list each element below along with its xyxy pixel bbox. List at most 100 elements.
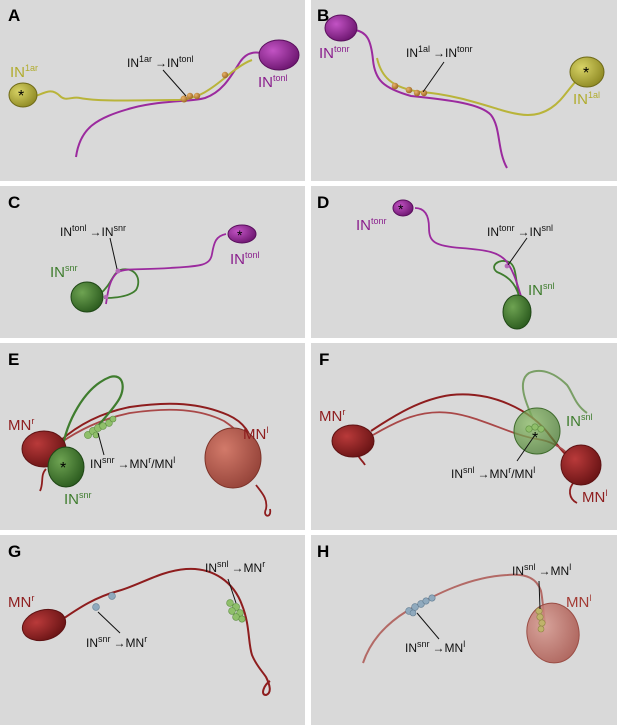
green-neurite xyxy=(99,268,140,299)
yellow-soma xyxy=(8,82,38,108)
soma-marker: * xyxy=(237,227,243,243)
soma-marker: * xyxy=(532,430,538,447)
red-axon-top xyxy=(59,402,253,444)
panel-h-diagram: H INsnl→MNl INsnr→MNl MNl xyxy=(317,542,591,664)
synapse-cluster-green xyxy=(535,607,546,633)
purple-neurite xyxy=(414,207,522,297)
cell-label-mn-right: MNl xyxy=(243,425,268,443)
red-soma-left xyxy=(331,424,375,458)
annotation: INsnr→MNr/MNl xyxy=(90,455,175,471)
cell-label-left: IN1ar xyxy=(10,63,38,81)
cell-label-in: INsnr xyxy=(64,490,92,508)
annotation-1: INsnl→MNr xyxy=(205,559,265,575)
annotation-pointer xyxy=(162,69,187,97)
annotation: IN1al→INtonr xyxy=(406,44,473,60)
purple-neurite xyxy=(354,29,508,169)
annotation-pointer-1 xyxy=(227,578,237,604)
cell-label-right: INsnl xyxy=(528,281,555,299)
cell-label-right: INtonl xyxy=(258,73,288,91)
annotation-2: INsnr→MNr xyxy=(86,634,147,650)
cell-label-left: INsnr xyxy=(50,263,78,281)
annotation-pointer xyxy=(516,434,536,462)
synapse-cluster xyxy=(391,82,428,97)
purple-neurite xyxy=(75,51,267,158)
annotation-pointer-1 xyxy=(538,580,541,610)
red-tail-right xyxy=(255,484,272,517)
purple-soma xyxy=(324,14,358,42)
green-neurite xyxy=(493,260,520,297)
panel-label-e: E xyxy=(8,350,19,369)
panel-label-g: G xyxy=(8,542,21,561)
synapse-cluster xyxy=(180,71,229,103)
panel-f-diagram: F * INsnl→MNr/MNl MNr INsnl MNl xyxy=(319,350,607,506)
green-soma xyxy=(502,294,532,330)
green-soma xyxy=(70,281,104,313)
annotation-pointer-2 xyxy=(97,611,121,634)
cell-label-mn: MNl xyxy=(566,593,591,611)
soma-marker: * xyxy=(60,460,66,477)
annotation: IN1ar→INtonl xyxy=(127,54,194,70)
cell-label-mn: MNr xyxy=(8,593,34,611)
cell-label-in: INsnl xyxy=(566,412,593,430)
red-axon xyxy=(59,567,271,697)
panel-e: E * INsnr→MNr/MNl MNr INsnr MNl xyxy=(0,343,305,530)
soma-marker: * xyxy=(398,201,404,217)
red-axon xyxy=(362,573,546,664)
panel-h: H INsnl→MNl INsnr→MNl MNl xyxy=(311,535,617,725)
panel-b-diagram: B * IN1al→INtonr INtonr IN1al xyxy=(317,6,605,169)
green-neurite xyxy=(60,375,124,452)
annotation-pointer xyxy=(422,61,445,93)
synapse-cluster-blue xyxy=(92,592,116,611)
cell-label-mn-left: MNr xyxy=(319,407,345,425)
purple-neurite xyxy=(105,233,227,305)
annotation-2: INsnr→MNl xyxy=(405,639,465,655)
annotation: INtonr→INsnl xyxy=(487,223,553,239)
panel-label-c: C xyxy=(8,193,20,212)
panel-a-diagram: A * IN1ar→INtonl IN1ar INtonl xyxy=(8,6,300,158)
annotation-pointer-2 xyxy=(416,612,440,640)
panel-e-diagram: E * INsnr→MNr/MNl MNr INsnr MNl xyxy=(8,350,272,517)
panel-a: A * IN1ar→INtonl IN1ar INtonl xyxy=(0,0,305,181)
panel-f: F * INsnl→MNr/MNl MNr INsnl MNl xyxy=(311,343,617,530)
soma-marker: * xyxy=(583,65,589,82)
annotation-pointer xyxy=(507,237,528,266)
green-soma xyxy=(47,446,85,488)
cell-label-left: INtonr xyxy=(356,216,387,234)
cell-label-mn-right: MNl xyxy=(582,488,607,506)
soma-marker: * xyxy=(18,88,24,105)
purple-soma xyxy=(227,224,257,244)
annotation-1: INsnl→MNl xyxy=(512,562,571,578)
red-soma-right xyxy=(560,444,602,486)
panel-c-diagram: C * INtonl→INsnr INsnr INtonl xyxy=(8,193,260,313)
cell-label-right: IN1al xyxy=(573,90,600,108)
panel-c: C * INtonl→INsnr INsnr INtonl xyxy=(0,186,305,338)
synapse-cluster xyxy=(84,415,117,439)
cell-label-right: INtonl xyxy=(230,250,260,268)
green-neurite xyxy=(521,369,588,420)
panel-g-diagram: G INsnl→MNr INsnr→MNr MNr xyxy=(8,542,271,697)
red-soma xyxy=(21,608,67,642)
panel-label-b: B xyxy=(317,6,329,25)
panel-d: D * INtonr→INsnl INtonr INsnl xyxy=(311,186,617,338)
yellow-soma xyxy=(569,56,605,88)
annotation: INsnl→MNr/MNl xyxy=(451,465,535,481)
yellow-neurite xyxy=(35,59,253,102)
panel-d-diagram: D * INtonr→INsnl INtonr INsnl xyxy=(317,193,555,330)
panel-g: G INsnl→MNr INsnr→MNr MNr xyxy=(0,535,305,725)
synapse-cluster-blue xyxy=(405,594,436,617)
panel-label-d: D xyxy=(317,193,329,212)
red-soma-right xyxy=(204,427,262,489)
panel-b: B * IN1al→INtonr INtonr IN1al xyxy=(311,0,617,181)
panel-label-h: H xyxy=(317,542,329,561)
annotation-pointer xyxy=(109,237,118,270)
green-soma xyxy=(513,407,561,455)
synapse-cluster xyxy=(103,268,121,300)
cell-label-left: INtonr xyxy=(319,44,350,62)
panel-label-f: F xyxy=(319,350,329,369)
annotation-pointer xyxy=(97,432,105,456)
purple-soma xyxy=(392,199,414,217)
panel-label-a: A xyxy=(8,6,20,25)
annotation: INtonl→INsnr xyxy=(60,223,126,239)
red-tail-left xyxy=(39,468,47,492)
synapse-cluster xyxy=(525,423,545,433)
